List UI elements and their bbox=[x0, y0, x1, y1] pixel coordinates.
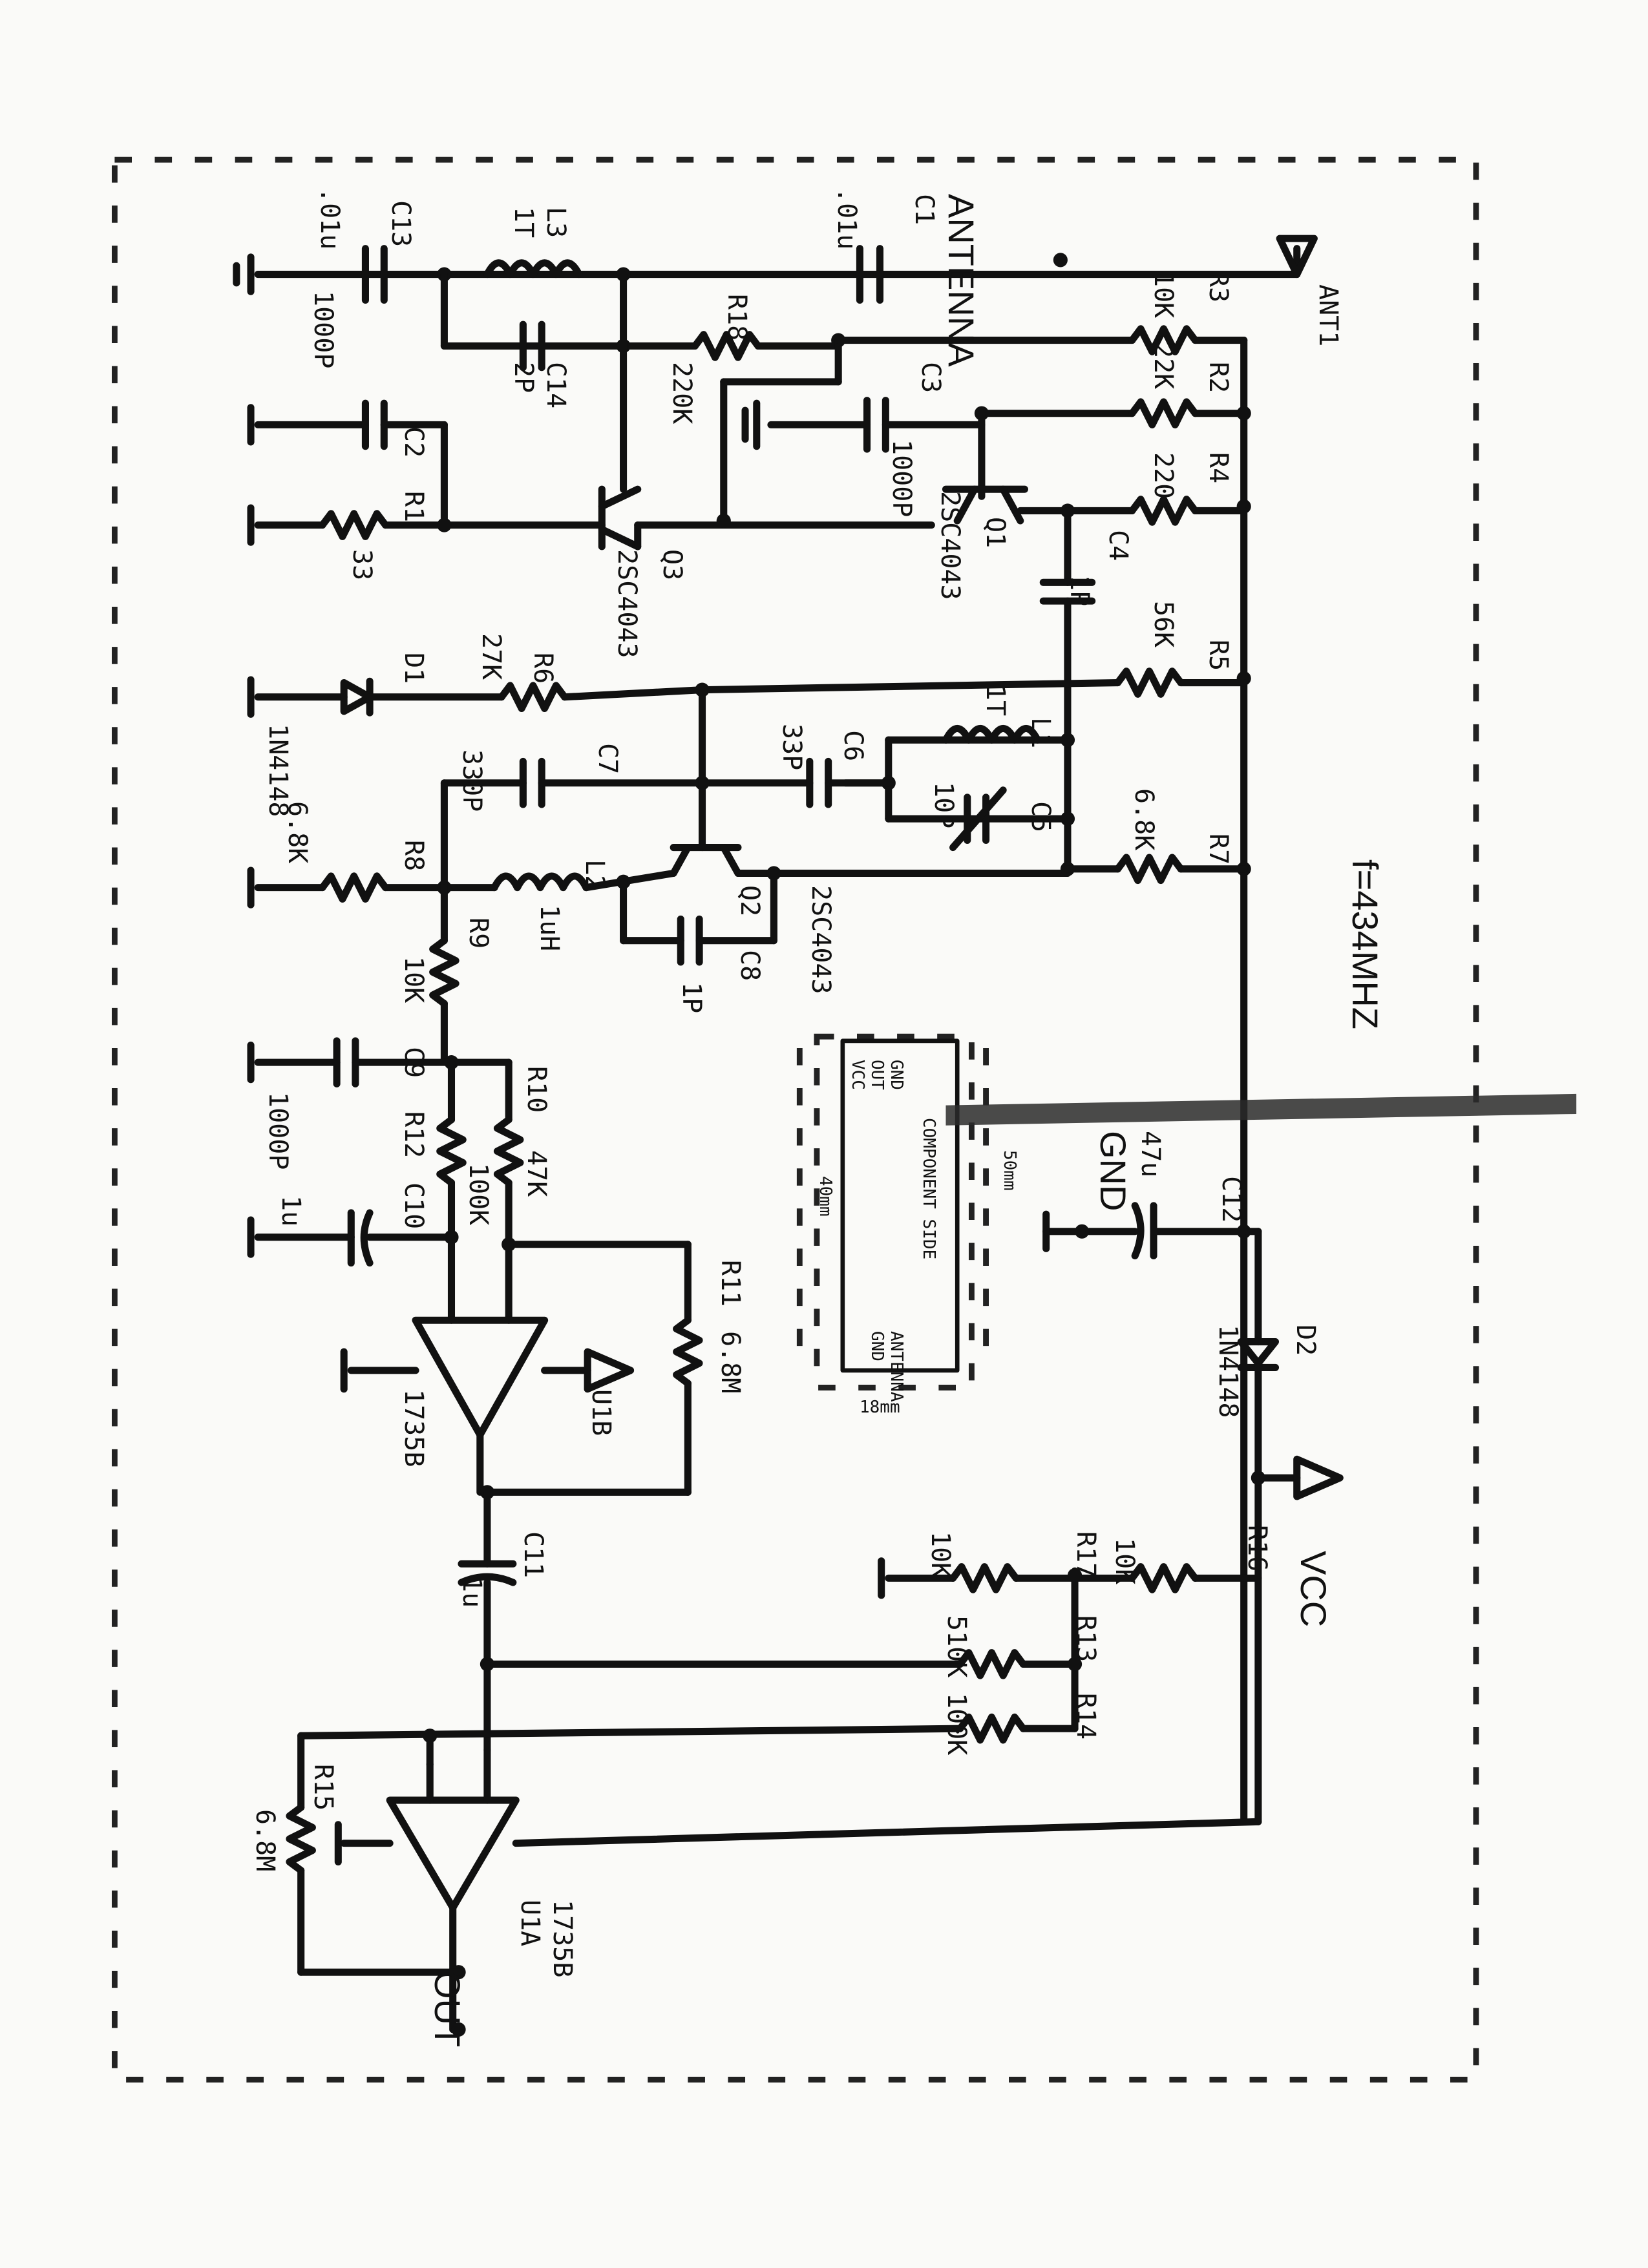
l2-coil bbox=[491, 872, 590, 892]
r11-zigzag bbox=[673, 1316, 703, 1387]
r9-zigzag bbox=[429, 937, 460, 1007]
r7-zigzag bbox=[1114, 854, 1185, 885]
r2-zigzag bbox=[1128, 398, 1199, 428]
r4-zigzag bbox=[1128, 496, 1199, 526]
d2-diode bbox=[1237, 1338, 1280, 1367]
module-outline bbox=[796, 1033, 989, 1391]
r12-zigzag bbox=[436, 1116, 467, 1186]
r14-zigzag bbox=[956, 1713, 1027, 1744]
r5-zigzag bbox=[1114, 667, 1185, 698]
u1a-opamp bbox=[386, 1796, 520, 1911]
r16-zigzag bbox=[1128, 1563, 1199, 1593]
r18-zigzag bbox=[691, 331, 762, 361]
r8-zigzag bbox=[319, 872, 390, 903]
l3-coil bbox=[483, 259, 583, 278]
d1-diode bbox=[340, 678, 374, 715]
r6-zigzag bbox=[498, 682, 569, 712]
scan-fold-mark bbox=[945, 1093, 1577, 1126]
vcc-arrow bbox=[1293, 1455, 1344, 1500]
r13-zigzag bbox=[956, 1649, 1027, 1679]
r17-zigzag bbox=[949, 1563, 1020, 1593]
l1-coil bbox=[942, 725, 1041, 744]
antenna-symbol bbox=[1276, 235, 1318, 278]
rf-section bbox=[233, 235, 1318, 1825]
r10-zigzag bbox=[493, 1116, 524, 1186]
r3-zigzag bbox=[1128, 325, 1199, 355]
u1b-opamp bbox=[412, 1316, 549, 1439]
r15-zigzag bbox=[286, 1803, 316, 1874]
power-section bbox=[1042, 1202, 1344, 1825]
r1-zigzag bbox=[319, 510, 390, 540]
vcc-arrow-u1b bbox=[584, 1348, 635, 1393]
amplifier-section bbox=[247, 884, 1262, 2037]
